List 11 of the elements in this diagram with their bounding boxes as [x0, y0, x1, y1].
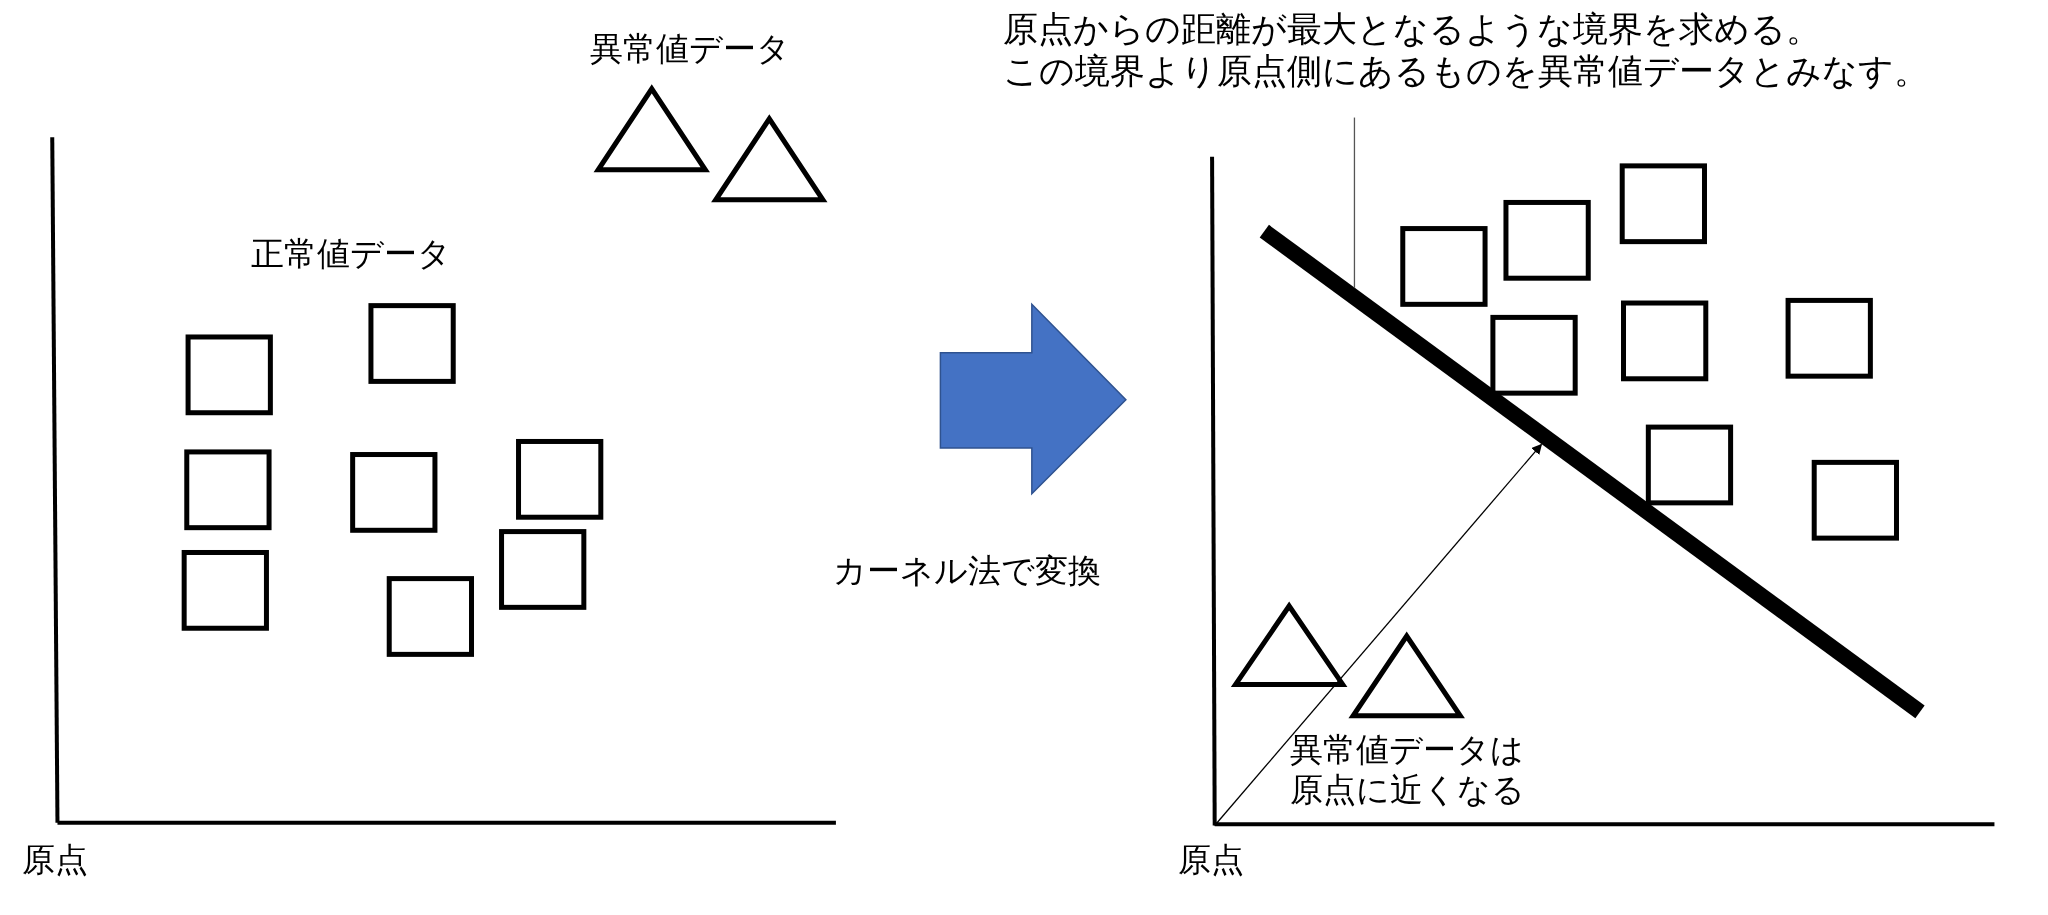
text-label: 原点: [1178, 839, 1245, 880]
note-text: 原点からの距離が最大となるような境界を求める。: [1003, 7, 1823, 50]
text-label: カーネル法で変換: [833, 551, 1102, 591]
boundary-line: [1259, 224, 1925, 719]
text-label: 異常値データは原点に近くなる: [1290, 730, 1527, 810]
text-label: 正常値データ: [250, 233, 451, 274]
note-text: この境界より原点側にあるものを異常値データとみなす。: [1003, 49, 1930, 92]
text-label: 原点: [22, 839, 89, 880]
text-label: 異常値データ: [590, 28, 791, 69]
arrow: [1214, 443, 1543, 827]
leader-line: [1353, 116, 1356, 289]
